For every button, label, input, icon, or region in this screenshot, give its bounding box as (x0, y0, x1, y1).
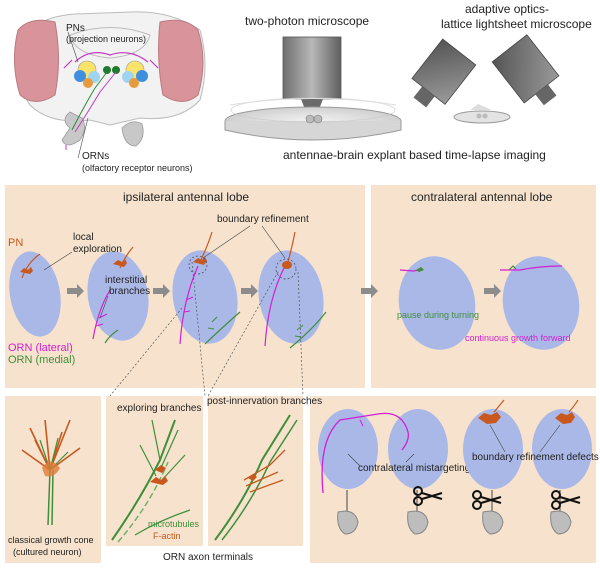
post-innervation-drawing (214, 414, 298, 541)
ipsilateral-title: ipsilateral antennal lobe (123, 190, 249, 204)
orn-lateral-label: ORN (lateral) (8, 342, 73, 354)
ipsi-stage-3 (172, 231, 241, 345)
scissors-icon (551, 490, 581, 510)
ipsi-stage-2 (87, 246, 149, 344)
arrow-right-icon (484, 284, 501, 298)
interstitial-line1: interstitial (105, 275, 147, 286)
local-exploration-line2: exploration (73, 244, 122, 255)
f-actin-label: F-actin (153, 531, 181, 541)
orns-sub-label: (olfactory receptor neurons) (82, 163, 193, 173)
right-antenna (121, 121, 144, 147)
arrow-right-icon (67, 284, 84, 298)
arrow-right-icon (361, 284, 378, 298)
two-photon-microscope (224, 36, 402, 141)
adaptive-optics-label-line1: adaptive optics- (465, 2, 549, 16)
exploring-branches-label: exploring branches (117, 403, 202, 414)
classical-label-line1: classical growth cone (8, 535, 94, 545)
pause-label: pause during turning (397, 310, 479, 320)
orn-medial-label: ORN (medial) (8, 354, 75, 366)
pns-sub-label: (projection neurons) (66, 34, 146, 44)
adaptive-optics-label-line2: lattice lightsheet microscope (441, 17, 592, 31)
orns-label: ORNs (82, 151, 109, 162)
pn-label: PN (8, 237, 23, 249)
ipsi-stage-4 (258, 231, 327, 349)
orn-axon-terminals-label: ORN axon terminals (163, 552, 253, 563)
exploring-branches-drawing (111, 419, 191, 543)
classical-label-line2: (cultured neuron) (13, 547, 82, 557)
classical-growth-cone-drawing (21, 419, 81, 526)
contra-stage-1 (398, 256, 476, 350)
contralateral-title: contralateral antennal lobe (411, 190, 553, 204)
boundary-defects-label: boundary refinement defects (472, 452, 599, 463)
interstitial-line2: branches (109, 286, 150, 297)
boundary-defects-drawing (463, 399, 592, 489)
ipsi-stage-1 (9, 251, 61, 337)
zoom-guide-lines (109, 261, 304, 397)
boundary-refinement-label: boundary refinement (217, 214, 309, 225)
continuous-label: continuous growth forward (465, 333, 571, 343)
stage-arrows (67, 284, 501, 298)
right-optic-lobe (158, 19, 204, 102)
bottom-antennae (337, 490, 572, 535)
scissors-icon (413, 486, 443, 506)
pns-label: PNs (66, 23, 85, 34)
scissors-icon (472, 490, 502, 510)
arrow-right-icon (153, 284, 170, 298)
left-optic-lobe (13, 19, 59, 102)
contralateral-mistargeting-label: contralateral mistargeting (358, 463, 470, 474)
two-photon-label: two-photon microscope (245, 14, 369, 28)
post-innervation-label: post-innervation branches (207, 396, 322, 407)
local-exploration-line1: local (73, 232, 94, 243)
microtubules-label: microtubules (148, 519, 200, 529)
fly-brain-schematic (13, 11, 206, 159)
explant-caption: antennae-brain explant based time-lapse … (283, 148, 546, 162)
lattice-lightsheet-microscope (411, 34, 560, 124)
contralateral-mistargeting-drawing (318, 409, 448, 494)
arrow-right-icon (241, 284, 258, 298)
contra-stage-2 (500, 256, 580, 350)
